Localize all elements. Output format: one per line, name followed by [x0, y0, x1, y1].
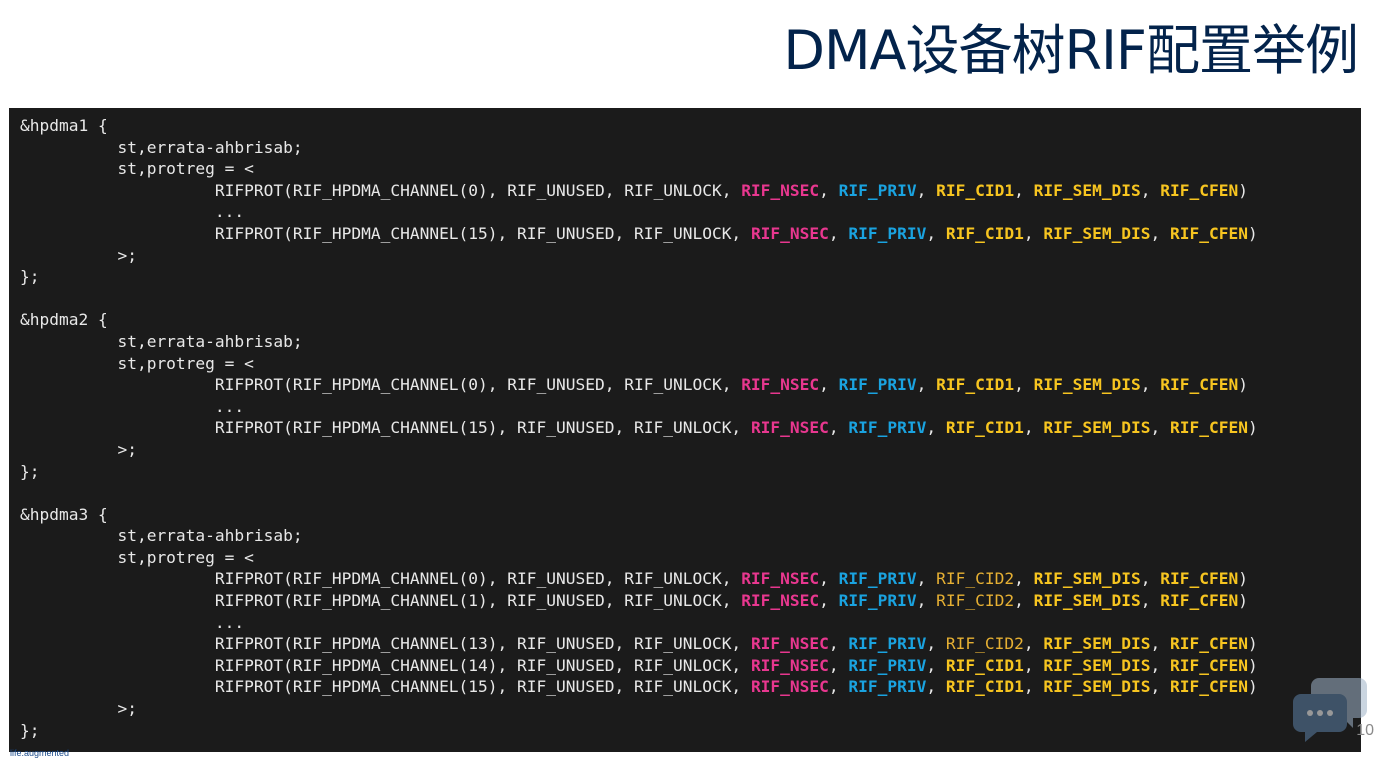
code-line: >; — [20, 699, 137, 719]
footer-note: life.augmented — [10, 748, 70, 758]
code-line — [20, 482, 1361, 504]
code-line: }; — [20, 720, 40, 740]
code-line: ... — [20, 396, 245, 416]
code-line: st,errata-ahbrisab; — [20, 137, 303, 157]
code-line: st,errata-ahbrisab; — [20, 526, 303, 546]
code-block: &hpdma1 { st,errata-ahbrisab; st,protreg… — [9, 108, 1361, 752]
code-line: RIFPROT(RIF_HPDMA_CHANNEL(14), RIF_UNUSE… — [20, 655, 1258, 675]
code-line: &hpdma2 { — [20, 310, 108, 330]
code-line: st,protreg = < — [20, 353, 254, 373]
code-line: RIFPROT(RIF_HPDMA_CHANNEL(0), RIF_UNUSED… — [20, 180, 1249, 200]
code-line — [20, 288, 1361, 310]
code-line: st,protreg = < — [20, 547, 254, 567]
page-number: 10 — [1356, 722, 1374, 739]
chat-bubble-icon — [1293, 678, 1367, 742]
slide-title: DMA设备树RIF配置举例 — [783, 19, 1359, 82]
code-line: RIFPROT(RIF_HPDMA_CHANNEL(15), RIF_UNUSE… — [20, 223, 1258, 243]
code-line: }; — [20, 267, 40, 287]
code-line: RIFPROT(RIF_HPDMA_CHANNEL(15), RIF_UNUSE… — [20, 418, 1258, 438]
code-line: ... — [20, 612, 245, 632]
code-line: RIFPROT(RIF_HPDMA_CHANNEL(0), RIF_UNUSED… — [20, 569, 1249, 589]
code-line: }; — [20, 461, 40, 481]
code-line: RIFPROT(RIF_HPDMA_CHANNEL(13), RIF_UNUSE… — [20, 634, 1258, 654]
code-line: RIFPROT(RIF_HPDMA_CHANNEL(0), RIF_UNUSED… — [20, 375, 1249, 395]
code-line: RIFPROT(RIF_HPDMA_CHANNEL(1), RIF_UNUSED… — [20, 591, 1249, 611]
code-line: st,errata-ahbrisab; — [20, 331, 303, 351]
code-line: &hpdma1 { — [20, 116, 108, 135]
code-line: >; — [20, 439, 137, 459]
code-line: >; — [20, 245, 137, 265]
code-line: ... — [20, 202, 245, 222]
code-line: &hpdma3 { — [20, 504, 108, 524]
code-line: st,protreg = < — [20, 159, 254, 179]
code-line: RIFPROT(RIF_HPDMA_CHANNEL(15), RIF_UNUSE… — [20, 677, 1258, 697]
